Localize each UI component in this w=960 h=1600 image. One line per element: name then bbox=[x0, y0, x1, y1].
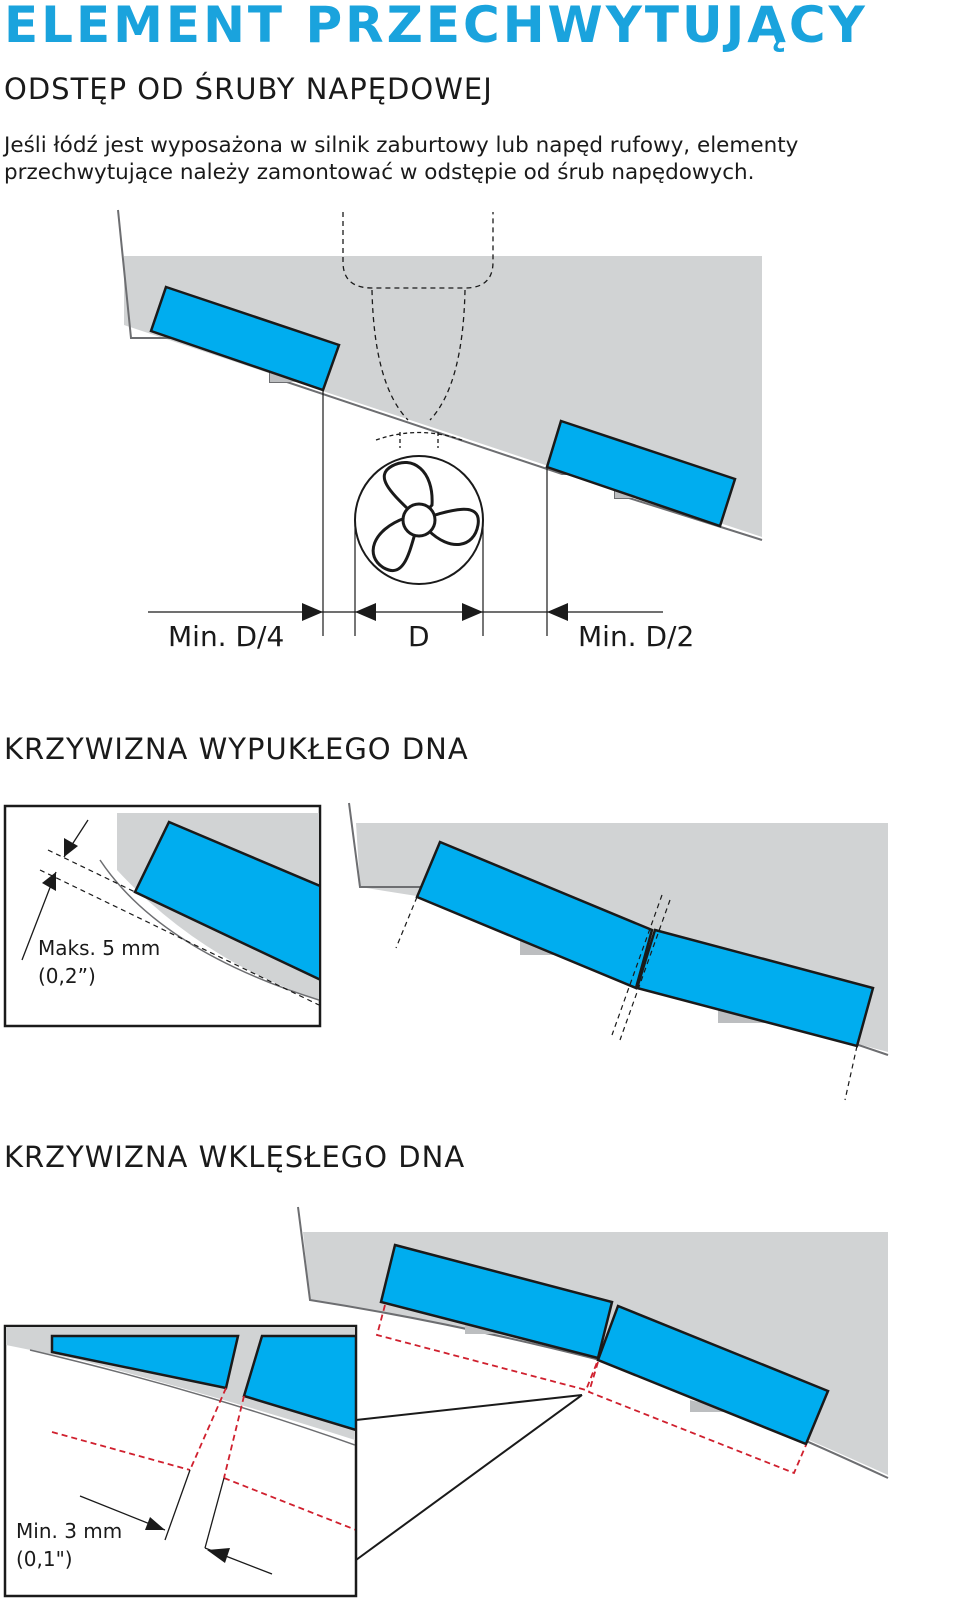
arrow-icon bbox=[355, 603, 376, 621]
arrow-icon bbox=[145, 1517, 165, 1530]
dimension-label-min-d4: Min. D/4 bbox=[168, 620, 284, 653]
dimension-label-min-d2: Min. D/2 bbox=[578, 620, 694, 653]
hull-outline bbox=[29, 1349, 355, 1446]
arrow-icon bbox=[64, 838, 78, 857]
intro-paragraph: Jeśli łódź jest wyposażona w silnik zabu… bbox=[4, 132, 944, 186]
intro-paragraph-line-1: Jeśli łódź jest wyposażona w silnik zabu… bbox=[4, 133, 799, 158]
hull-outline bbox=[99, 859, 319, 1001]
arrow-icon bbox=[462, 603, 483, 621]
transducer-detail bbox=[242, 1334, 355, 1432]
engine-leg-outline bbox=[371, 289, 466, 421]
intro-paragraph-line-2: przechwytujące należy zamontować w odstę… bbox=[4, 160, 755, 185]
section-heading-convex-hull: KRZYWIZNA WYPUKŁEGO DNA bbox=[4, 732, 469, 766]
concave-hull-diagram: Min. 3 mm (0,1") bbox=[3, 1206, 889, 1598]
arrow-icon bbox=[207, 1548, 230, 1563]
clearance-lines bbox=[375, 1304, 807, 1475]
page-title: ELEMENT PRZECHWYTUJĄCY bbox=[4, 0, 868, 54]
transducer-right bbox=[596, 1304, 830, 1446]
arrow-icon bbox=[547, 603, 568, 621]
transducer-detail bbox=[133, 820, 319, 981]
section-heading-propeller-clearance: ODSTĘP OD ŚRUBY NAPĘDOWEJ bbox=[4, 72, 493, 106]
convex-hull-diagram: Maks. 5 mm (0,2”) bbox=[3, 802, 889, 1101]
arrow-icon bbox=[42, 872, 56, 891]
max-gap-label-line-1: Maks. 5 mm bbox=[38, 936, 160, 960]
max-gap-label-line-2: (0,2”) bbox=[38, 964, 96, 988]
propeller-clearance-diagram: Min. D/4 D Min. D/2 bbox=[117, 209, 763, 653]
min-gap-label-line-2: (0,1") bbox=[16, 1547, 73, 1571]
arrow-icon bbox=[302, 603, 323, 621]
propeller-shaft-outline bbox=[375, 431, 463, 448]
transducer-right bbox=[545, 419, 737, 528]
section-heading-concave-hull: KRZYWIZNA WKLĘSŁEGO DNA bbox=[4, 1140, 466, 1174]
min-gap-label-line-1: Min. 3 mm bbox=[16, 1519, 122, 1543]
propeller-icon bbox=[371, 460, 480, 572]
dimension-extension-lines bbox=[322, 390, 548, 636]
dimension-label-d: D bbox=[408, 620, 430, 653]
engine-outline bbox=[342, 212, 494, 289]
alignment-lines bbox=[395, 894, 858, 1101]
